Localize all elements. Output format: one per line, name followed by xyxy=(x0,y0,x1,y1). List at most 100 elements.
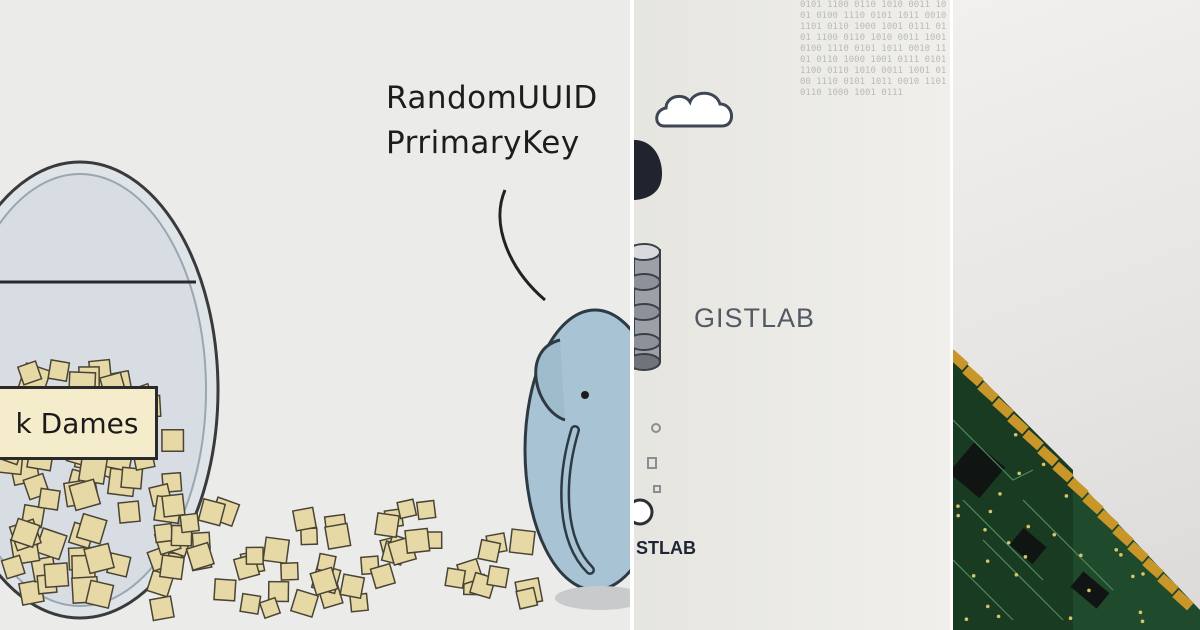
circuit-panel xyxy=(953,0,1200,630)
box xyxy=(75,512,108,545)
box xyxy=(47,359,71,383)
binary-background: 0101 1100 0110 1010 0011 1001 0100 1110 … xyxy=(800,0,947,98)
solder-point xyxy=(1141,572,1145,576)
solder-point xyxy=(1014,573,1019,577)
box-label: k Dames xyxy=(0,386,158,460)
solder-point xyxy=(1041,462,1046,467)
box xyxy=(83,542,115,575)
solder-point xyxy=(998,492,1002,496)
gistlab-panel: 0101 1100 0110 1010 0011 1001 0100 1110 … xyxy=(634,0,950,630)
box xyxy=(10,517,41,549)
box xyxy=(262,536,291,565)
box xyxy=(486,564,510,589)
solder-point xyxy=(1006,540,1011,545)
solder-point xyxy=(1087,588,1091,593)
panel-divider xyxy=(630,0,634,630)
box xyxy=(515,586,539,610)
box xyxy=(369,562,397,590)
gistlab-subtitle: STLAB xyxy=(636,538,696,558)
solder-point xyxy=(956,513,960,518)
solder-point xyxy=(1138,610,1143,615)
solder-point xyxy=(996,614,1001,619)
box xyxy=(309,566,339,596)
box xyxy=(245,546,264,565)
elephant-icon xyxy=(523,308,630,610)
gistlab-graphics xyxy=(634,91,733,526)
solder-point xyxy=(985,559,990,563)
box xyxy=(213,578,237,602)
contact-pin xyxy=(1172,589,1194,611)
cloud-icon xyxy=(655,91,733,128)
contact-pin xyxy=(1067,477,1089,499)
small-glyphs xyxy=(647,423,661,493)
box xyxy=(179,512,201,534)
box xyxy=(374,512,401,539)
box xyxy=(415,499,437,521)
solder-point xyxy=(1023,555,1028,559)
contact-pin xyxy=(1112,525,1134,547)
box xyxy=(158,554,186,581)
solder-point xyxy=(988,509,993,514)
database-icon xyxy=(634,243,661,371)
box xyxy=(404,527,431,554)
contact-pin xyxy=(1052,461,1074,483)
box xyxy=(444,567,467,590)
solder-point xyxy=(1068,616,1073,621)
box xyxy=(43,562,70,589)
box xyxy=(477,538,502,564)
box xyxy=(197,497,227,527)
box xyxy=(120,466,144,490)
box xyxy=(185,541,216,572)
solder-point xyxy=(964,617,969,622)
solder-point xyxy=(1079,553,1083,558)
contact-pin xyxy=(1127,541,1149,563)
box xyxy=(267,580,290,603)
solder-points xyxy=(956,432,1145,624)
solder-point xyxy=(1131,574,1135,579)
cartoon-illustration xyxy=(0,160,630,622)
box xyxy=(289,588,320,618)
box xyxy=(68,478,102,512)
solder-point xyxy=(1064,494,1069,498)
solder-point xyxy=(1114,548,1119,552)
contact-pin xyxy=(1022,429,1044,451)
solder-point xyxy=(1026,524,1031,529)
contact-pin xyxy=(1157,573,1179,595)
box xyxy=(396,498,418,520)
box xyxy=(37,487,61,511)
contact-pin xyxy=(1037,445,1059,467)
solder-point xyxy=(1013,432,1018,437)
box xyxy=(280,561,299,581)
traces xyxy=(953,419,1114,621)
box xyxy=(148,595,175,622)
contact-pin xyxy=(992,397,1014,419)
speech-line-1: RandomUUID xyxy=(386,80,598,116)
box xyxy=(300,527,319,546)
box xyxy=(258,596,282,620)
box xyxy=(339,573,366,600)
dark-shape xyxy=(634,140,663,200)
gistlab-title: GISTLAB xyxy=(694,303,816,333)
box xyxy=(0,554,26,580)
contact-pin xyxy=(962,365,984,387)
solder-point xyxy=(971,574,976,578)
gold-contacts xyxy=(953,349,1194,611)
speech-tail xyxy=(498,189,546,302)
box xyxy=(324,522,352,550)
solder-point xyxy=(956,504,960,508)
box xyxy=(508,528,536,556)
circuit-board-image xyxy=(953,349,1200,630)
contact-pin xyxy=(1007,413,1029,435)
contact-pin xyxy=(1082,493,1104,515)
cartoon-panel: RandomUUID PrrimaryKey k Dames xyxy=(0,0,630,630)
solder-point xyxy=(983,527,987,532)
solder-point xyxy=(985,604,990,609)
contact-pin xyxy=(1097,509,1119,531)
box xyxy=(161,428,185,453)
box xyxy=(84,579,115,609)
speech-line-2: PrrimaryKey xyxy=(386,125,580,161)
solder-point xyxy=(1017,471,1021,476)
ring-icon xyxy=(634,498,654,526)
box xyxy=(16,360,43,386)
solder-point xyxy=(1119,553,1123,557)
